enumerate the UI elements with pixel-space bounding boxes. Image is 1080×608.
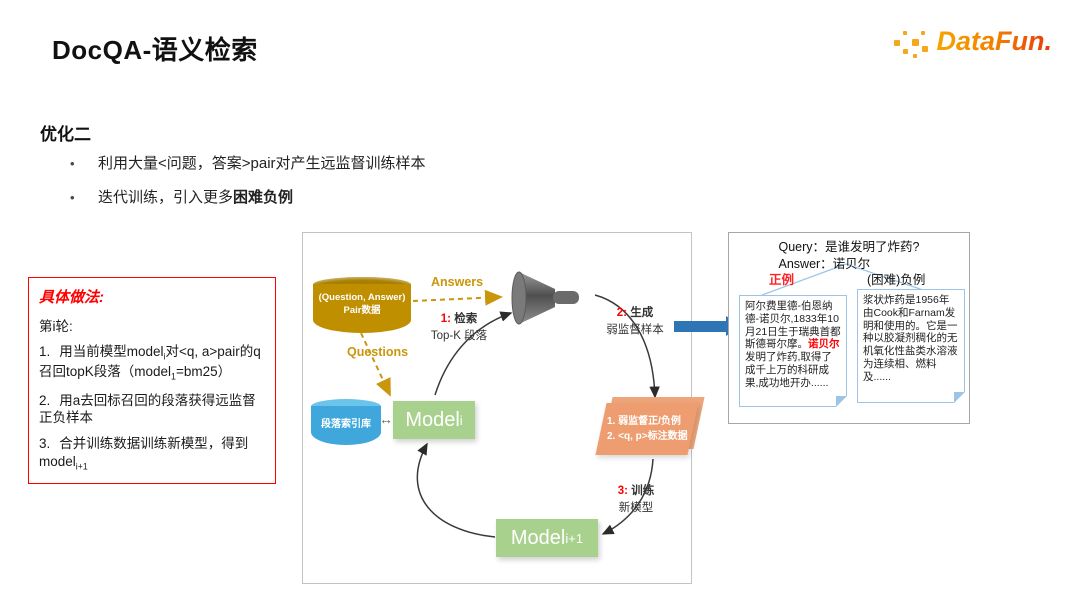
step-text: =bm25） [175,364,232,380]
datafun-logo: DataFun. [892,24,1052,68]
negative-example-note: 浆状炸药是1956年由Cook和Farnam发明和使用的。它是一种以胶凝剂稠化的… [857,289,965,403]
training-loop-diagram: (Question, Answer) Pair数据 Answers Questi… [302,232,705,584]
qa-pair-database-icon: (Question, Answer) Pair数据 [313,277,411,333]
qa-cylinder-line2: Pair数据 [343,305,381,316]
logo-pixel-icon [903,49,908,54]
bidirectional-arrow-icon: ↔ [379,411,393,427]
bullet-text: 利用大量<问题，答案>pair对产生远监督训练样本 [98,155,426,172]
method-box-title: 具体做法: [39,289,104,306]
step-text: 合并训练数据训练新模型，得到model [39,436,249,469]
positive-note-text: 发明了炸药,取得了成千上万的科研成果,成功地开办...... [745,351,832,389]
step-text: 用a去回标召回的段落获得远监督正负样本 [39,392,256,426]
page-title: DocQA-语义检索 [52,35,258,65]
step-number: 3. [39,436,51,452]
subscript: i [163,351,166,362]
method-round-label: 第i轮: [39,319,73,334]
step1-text: 检索 [454,313,478,325]
bullet-text: 迭代训练，引入更多 [98,189,234,206]
weak-supervision-data-box: 1. 弱监督正/负例 2. <q, p>标注数据 [595,397,705,455]
section-heading: 优化二 [40,125,91,144]
positive-example-note: 阿尔费里德-伯恩纳德-诺贝尔,1833年10月21日生于瑞典首都斯德哥尔摩。诺贝… [739,295,847,407]
weak-box-line1: 1. 弱监督正/负例 [607,416,681,427]
diagram-arrows [360,289,660,538]
model-i-label: Model [405,408,460,431]
logo-pixel-icon [921,31,925,35]
bullet-item: • 迭代训练，引入更多困难负例 [70,186,293,207]
cylinder-body [311,406,381,445]
index-cylinder-label: 段落索引库 [321,418,371,430]
logo-pixel-icon [894,40,900,46]
generate-arrow [594,294,660,399]
subscript: 1 [171,371,176,382]
branch-lines [761,263,927,296]
method-step-2: 2.用a去回标召回的段落获得远监督正负样本 [39,392,265,428]
bullet-dot: • [70,190,75,205]
step3-line2: 新模型 [618,501,654,514]
questions-label: Questions [347,345,409,359]
logo-pixel-icon [913,54,917,58]
step3-text: 训练 [631,485,655,497]
bullet-dot: • [70,156,75,171]
step1-line2: Top-K 段落 [430,329,488,342]
answers-arrow [412,289,503,306]
step-text: 用当前模型model [59,344,164,359]
qa-cylinder-line1: (Question, Answer) [318,292,406,304]
subscript: i+1 [75,461,88,472]
model-i1-label: Model [510,526,566,549]
step-text: 对<q, a>pair的q召回topK段落（model [39,344,261,380]
negative-label: (困难)负例 [867,273,926,287]
positive-label: 正例 [769,273,795,287]
weak-box-line2: 2. <q, p>标注数据 [607,431,688,442]
negative-note-text: 浆状炸药是1956年由Cook和Farnam发明和使用的。它是一种以胶凝剂稠化的… [863,294,958,383]
step3-number: 3: [617,485,629,497]
answers-label: Answers [431,275,484,289]
logo-text: DataFun. [936,26,1052,56]
loop-back-arrow [416,442,496,538]
step2-number: 2: [616,307,628,319]
step2-line2: 弱监督样本 [606,323,664,336]
logo-pixel-icon [922,46,928,52]
answer-text: Answer：诺贝尔 [778,256,871,271]
example-box: Query：是谁发明了炸药? Answer：诺贝尔 正例 (困难)负例 阿尔费里… [728,232,970,424]
model-i-subscript: i [459,412,463,428]
positive-note-text: 阿尔费里德-伯恩纳德-诺贝尔,1833年10月21日生于瑞典首都斯德哥尔摩。 [745,300,841,351]
retrieve-arrow [434,311,513,396]
logo-pixel-icon [912,39,919,46]
logo-pixel-icon [903,31,907,35]
flow-arrow-icon [674,316,742,336]
model-i1-subscript: i+1 [565,530,584,546]
step2-label: 2: 生成 弱监督样本 [597,305,673,338]
step3-label: 3: 训练 新模型 [601,483,671,516]
step1-label: 1: 检索 Top-K 段落 [421,311,497,344]
query-text: Query：是谁发明了炸药? [778,240,920,254]
passage-index-database-icon: 段落索引库 [311,399,381,445]
positive-note-highlight: 诺贝尔 [808,338,840,351]
questions-arrow [360,332,391,397]
step-number: 1. [39,344,51,359]
method-step-1: 1. 用当前模型modeli对<q, a>pair的q召回topK段落（model… [39,343,265,384]
funnel-icon [509,269,601,327]
method-step-3: 3.合并训练数据训练新模型，得到modeli+1 [39,435,265,473]
step2-text: 生成 [630,307,654,319]
step-number: 2. [39,392,51,408]
step1-number: 1: [440,313,452,325]
query-answer-header: Query：是谁发明了炸药? Answer：诺贝尔 [729,239,969,273]
bullet-item: • 利用大量<问题，答案>pair对产生远监督训练样本 [70,152,426,173]
train-arrow [601,458,654,535]
cylinder-body [313,284,411,333]
method-box: 具体做法: 第i轮: 1. 用当前模型modeli对<q, a>pair的q召回t… [28,277,276,484]
bullet-text-bold: 困难负例 [233,189,294,206]
